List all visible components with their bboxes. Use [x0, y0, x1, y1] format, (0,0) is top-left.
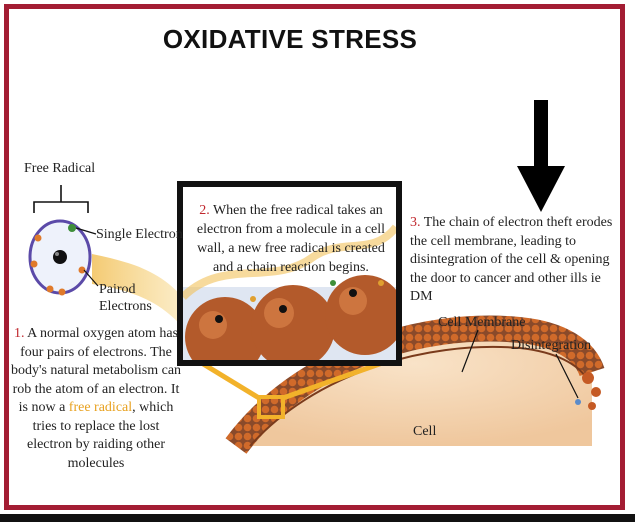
disintegration-label: Disintegration: [511, 337, 591, 354]
step2-text: 2. When the free radical takes an electr…: [191, 201, 391, 277]
zoom-box: 2. When the free radical takes an electr…: [177, 181, 402, 366]
cell-membrane-label: Cell Membrane: [438, 314, 525, 331]
free-radical-bracket: [34, 202, 88, 213]
cell-label: Cell: [413, 423, 436, 440]
free-radical-highlight: free radical: [69, 400, 132, 415]
down-arrow-icon: [517, 100, 565, 212]
free-radical-label: Free Radical: [24, 160, 95, 177]
oxygen-atom: [30, 221, 90, 296]
step1-text: 1. A normal oxygen atom has four pairs o…: [10, 325, 182, 473]
step3-text: 3. The chain of electron theft erodes th…: [410, 214, 625, 307]
paired-electrons-label: Pairod Electrons: [99, 281, 152, 315]
single-electron-label: Single Electron: [96, 226, 183, 243]
